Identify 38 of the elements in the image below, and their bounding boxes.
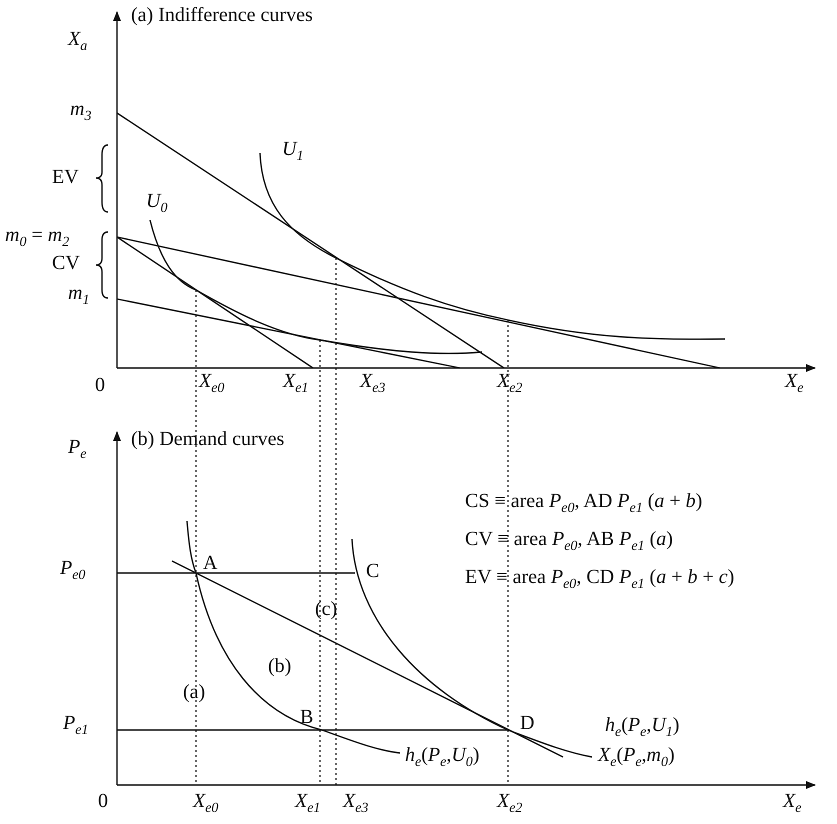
axis-label: X$_{e3}$ (360, 370, 386, 396)
axis-label: X$_{e2}$ (497, 370, 522, 396)
area-label: (c) (315, 598, 338, 620)
axis-label: 0 (98, 790, 108, 812)
axis-label: X$_{e1}$ (295, 790, 320, 816)
area-label: (a) (183, 681, 206, 703)
axis-label: X$_{e1}$ (283, 370, 308, 396)
axis-label: m$_{1}$ (68, 282, 90, 308)
point-label: D (520, 712, 534, 734)
axis-label: X$_{e}$ (783, 790, 802, 816)
curve-label: X$_{e}$(P$_{e}$,m$_{0}$) (598, 744, 675, 770)
bracket-label: EV (52, 166, 79, 188)
curve-label: h$_{e}$(P$_{e}$,U$_{0}$) (405, 744, 480, 770)
axis-label: m$_{0}$ = m$_{2}$ (5, 224, 70, 250)
axis-label: X$_{e2}$ (497, 790, 522, 816)
curve-label: U$_{0}$ (146, 190, 168, 216)
axis-label: X$_{e3}$ (343, 790, 368, 816)
point-label: B (300, 706, 314, 728)
axis-label: m$_{3}$ (70, 98, 92, 124)
axis-label: P$_{e0}$ (60, 557, 86, 584)
axis-label: X$_{a}$ (68, 28, 88, 54)
definition-text: CV ≡ area P$_{e0}$, AB P$_{e1}$ (a) (465, 528, 673, 554)
bracket-label: CV (52, 252, 80, 274)
axis-label: X$_{e0}$ (193, 790, 218, 816)
axis-label: P$_{e1}$ (63, 712, 88, 738)
definition-text: EV ≡ area P$_{e0}$, CD P$_{e1}$ (a + b + c) (465, 566, 734, 592)
panel-title: (b) Demand curves (131, 428, 284, 450)
area-label: (b) (268, 655, 292, 677)
curve-label: U$_{1}$ (282, 138, 304, 164)
axis-label: P$_{e}$ (68, 436, 86, 462)
point-label: C (366, 560, 380, 582)
curve-label: h$_{e}$(P$_{e}$,U$_{1}$) (605, 714, 680, 740)
definition-text: CS ≡ area P$_{e0}$, AD P$_{e1}$ (a + b) (465, 490, 702, 516)
axis-label: 0 (95, 374, 105, 396)
panel-title: (a) Indifference curves (131, 4, 313, 26)
axis-label: X$_{e}$ (785, 370, 804, 396)
axis-label: X$_{e0}$ (199, 370, 224, 396)
point-label: A (203, 552, 218, 574)
